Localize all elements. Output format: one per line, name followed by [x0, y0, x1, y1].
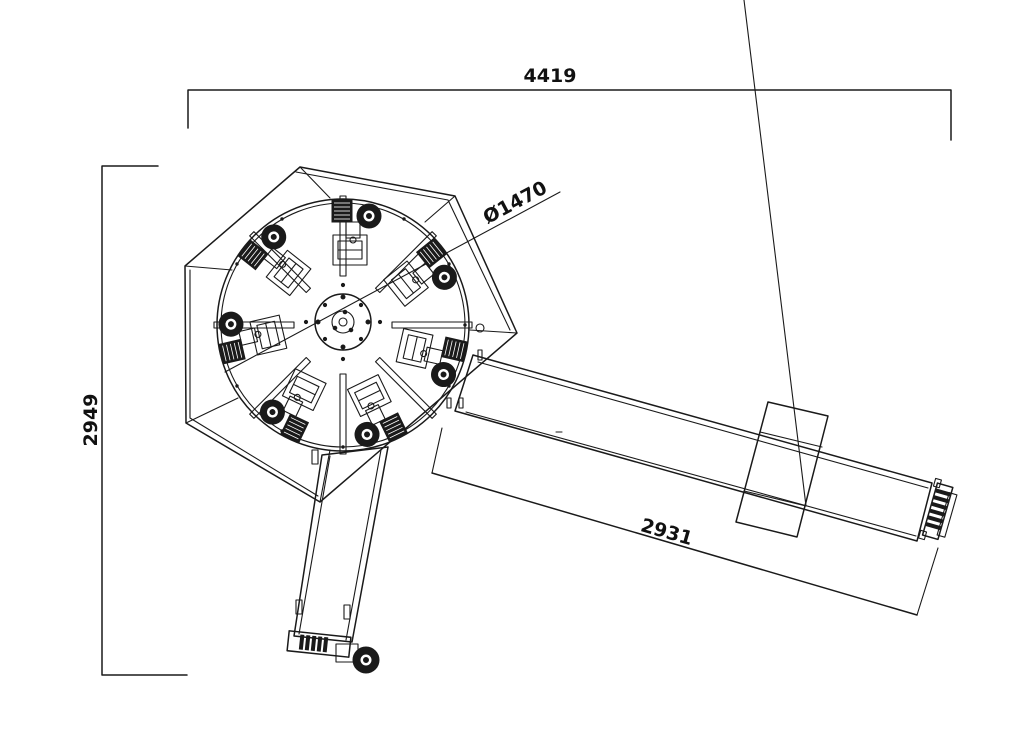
- main-conveyor: [446, 349, 933, 542]
- safety-guard: [184, 166, 518, 503]
- dimension-height: 2949: [80, 165, 188, 676]
- dimension-width-label: 4419: [524, 65, 577, 87]
- rotary-table: [213, 195, 485, 465]
- dimension-width: 4419: [187, 65, 952, 141]
- work-station: [346, 374, 408, 447]
- work-station: [395, 327, 468, 388]
- drive-housing: [735, 0, 829, 538]
- outfeed-conveyor: [293, 446, 389, 643]
- end-roller-bottom: [286, 630, 380, 674]
- end-roller-right: [918, 477, 958, 541]
- center-hub: [303, 282, 383, 362]
- work-station: [237, 224, 312, 297]
- dimension-conveyor-length-label: 2931: [638, 514, 695, 550]
- work-station: [331, 199, 382, 266]
- work-station: [383, 237, 457, 307]
- work-station: [218, 311, 288, 365]
- dimension-height-label: 2949: [80, 394, 102, 447]
- divider-bars: [213, 195, 473, 455]
- work-stations: [218, 199, 468, 447]
- work-station: [259, 368, 327, 444]
